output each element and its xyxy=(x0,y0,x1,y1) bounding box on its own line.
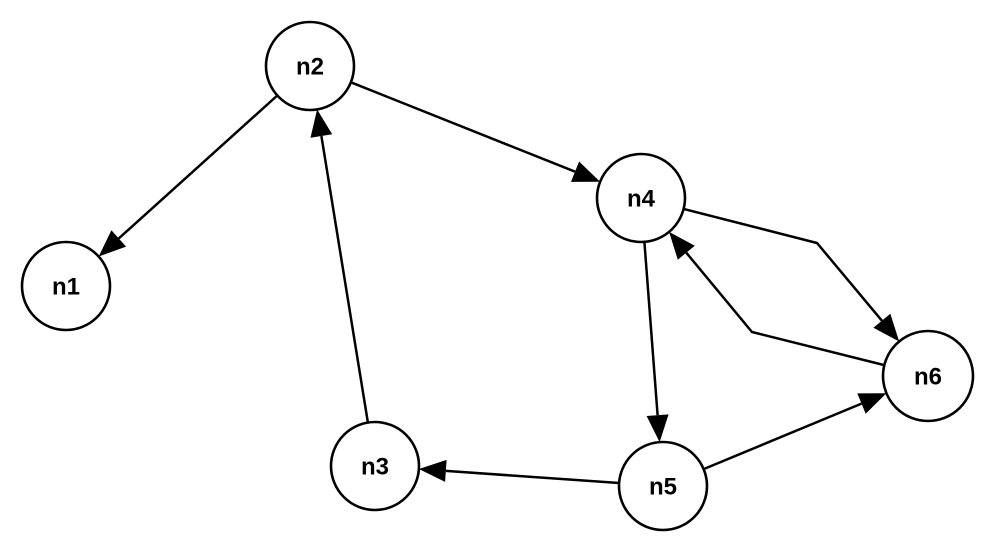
edge-n4-n5[interactable] xyxy=(643,241,669,443)
node-label-n1: n1 xyxy=(52,273,80,300)
node-n1[interactable]: n1 xyxy=(20,240,112,332)
node-n3[interactable]: n3 xyxy=(329,420,421,512)
edge-line-n5-n3 xyxy=(445,469,620,485)
edge-n6-n4[interactable] xyxy=(669,231,885,367)
edge-n4-n6[interactable] xyxy=(683,207,900,342)
node-n4[interactable]: n4 xyxy=(595,152,687,244)
node-label-n4: n4 xyxy=(627,185,656,212)
node-label-n2: n2 xyxy=(296,53,324,80)
node-label-n5: n5 xyxy=(649,473,677,500)
node-n6[interactable]: n6 xyxy=(881,329,975,423)
edge-line-n2-n1 xyxy=(117,94,279,240)
arrowhead-n2-n4 xyxy=(571,161,601,182)
node-label-n6: n6 xyxy=(914,363,942,390)
arrowhead-n5-n6 xyxy=(857,393,887,414)
node-circle-n1 xyxy=(20,240,112,332)
edge-line-n6-n4 xyxy=(685,251,885,367)
arrowhead-n4-n5 xyxy=(646,414,669,443)
node-circle-n3 xyxy=(329,420,421,512)
arrowhead-n4-n6 xyxy=(873,313,900,342)
arrowhead-n3-n2 xyxy=(310,109,333,138)
edge-n2-n1[interactable] xyxy=(98,94,279,257)
edge-line-n5-n6 xyxy=(703,402,862,471)
arrowhead-n5-n3 xyxy=(418,459,447,482)
edge-line-n3-n2 xyxy=(320,135,370,423)
edge-line-n4-n5 xyxy=(643,241,659,416)
edge-line-n2-n4 xyxy=(350,81,576,173)
node-label-n3: n3 xyxy=(361,453,389,480)
node-circle-n4 xyxy=(595,152,687,244)
arrowhead-n6-n4 xyxy=(669,231,695,260)
node-n2[interactable]: n2 xyxy=(264,20,356,112)
edge-n2-n4[interactable] xyxy=(350,81,601,182)
edge-line-n4-n6 xyxy=(683,207,883,322)
arrowhead-n2-n1 xyxy=(98,230,127,257)
edge-n5-n3[interactable] xyxy=(418,459,620,485)
node-circle-n2 xyxy=(264,20,356,112)
node-n5[interactable]: n5 xyxy=(617,440,709,532)
edge-n5-n6[interactable] xyxy=(703,393,887,471)
edge-n3-n2[interactable] xyxy=(310,109,370,423)
node-circle-n5 xyxy=(617,440,709,532)
node-circle-n6 xyxy=(881,329,975,423)
